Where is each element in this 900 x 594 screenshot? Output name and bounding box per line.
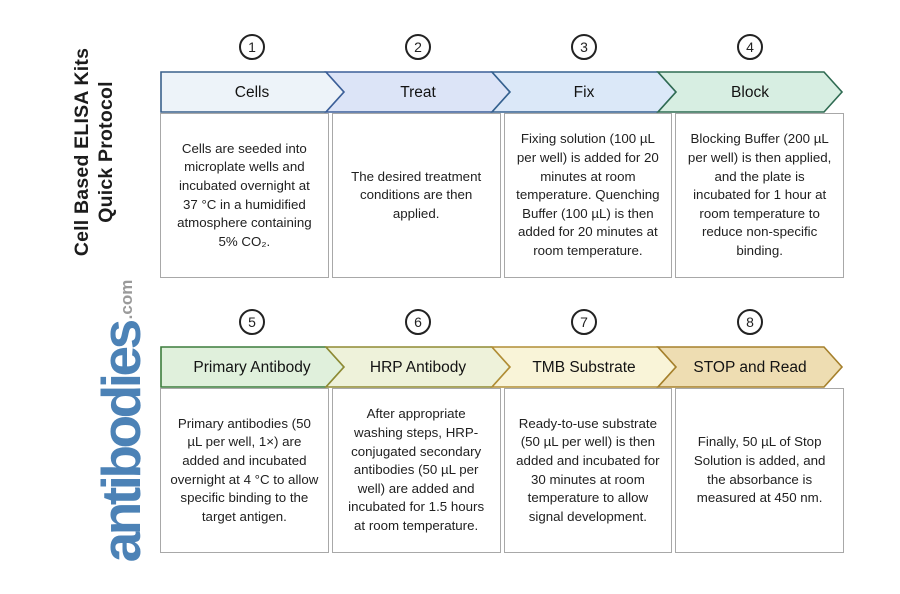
step-number-badge: 5 <box>239 309 265 335</box>
step-arrow-label: STOP and Read <box>693 359 806 376</box>
step-arrow <box>656 71 844 113</box>
step-description-box: Cells are seeded into microplate wells a… <box>160 113 329 278</box>
step-description-box: Finally, 50 µL of Stop Solution is added… <box>675 388 844 553</box>
step-number-badge: 8 <box>737 309 763 335</box>
step-description-box: Ready-to-use substrate (50 µL per well) … <box>503 388 673 553</box>
step-number-badge: 1 <box>239 34 265 60</box>
step-row-2: 5 6 7 8 Primary Antibody HRP Antibody TM… <box>160 309 844 553</box>
step-description: The desired treatment conditions are the… <box>351 168 482 221</box>
brand-logo-text: antibodies <box>89 322 152 563</box>
process-arrow-banner: Primary Antibody HRP Antibody TMB Substr… <box>160 346 844 388</box>
step-number-badge: 7 <box>571 309 597 335</box>
step-description-box: Blocking Buffer (200 µL per well) is the… <box>675 113 844 278</box>
step-description: Fixing solution (100 µL per well) is add… <box>516 131 660 259</box>
step-number-row: 1 2 3 4 <box>160 34 844 60</box>
brand-logo-domain: .com <box>117 279 136 320</box>
step-description-row: Primary antibodies (50 µL per well, 1×) … <box>160 388 844 553</box>
vertical-title-line1: Cell Based ELISA Kits <box>71 47 94 257</box>
step-row-1: 1 2 3 4 Cells Treat Fix Block Cells are … <box>160 34 844 278</box>
step-description: Blocking Buffer (200 µL per well) is the… <box>687 131 832 259</box>
step-number-row: 5 6 7 8 <box>160 309 844 335</box>
step-number-badge: 6 <box>405 309 431 335</box>
step-description-box: Fixing solution (100 µL per well) is add… <box>503 113 673 278</box>
vertical-title-line2: Quick Protocol <box>95 81 117 223</box>
step-description-row: Cells are seeded into microplate wells a… <box>160 113 844 278</box>
process-arrow-banner: Cells Treat Fix Block <box>160 71 844 113</box>
step-description-box: Primary antibodies (50 µL per well, 1×) … <box>160 388 329 553</box>
step-arrow <box>656 346 844 388</box>
step-arrow-label: HRP Antibody <box>370 359 466 376</box>
step-arrow-label: Block <box>731 84 769 101</box>
step-description: Ready-to-use substrate (50 µL per well) … <box>516 415 660 524</box>
step-description: Finally, 50 µL of Stop Solution is added… <box>693 434 826 506</box>
brand-logo: antibodies .com <box>56 271 152 571</box>
step-number-badge: 4 <box>737 34 763 60</box>
step-arrow-label: TMB Substrate <box>532 359 635 376</box>
step-description: Cells are seeded into microplate wells a… <box>177 140 312 249</box>
step-description: Primary antibodies (50 µL per well, 1×) … <box>170 415 319 524</box>
step-description: After appropriate washing steps, HRP-con… <box>348 406 485 534</box>
step-arrow-label: Cells <box>235 84 270 101</box>
step-number-badge: 2 <box>405 34 431 60</box>
step-description-box: The desired treatment conditions are the… <box>331 113 501 278</box>
step-arrow-label: Treat <box>400 84 436 101</box>
step-number-badge: 3 <box>571 34 597 60</box>
step-arrow-label: Primary Antibody <box>193 359 310 376</box>
step-description-box: After appropriate washing steps, HRP-con… <box>331 388 501 553</box>
vertical-title: Cell Based ELISA Kits Quick Protocol <box>60 32 130 272</box>
step-arrow-label: Fix <box>574 84 595 101</box>
